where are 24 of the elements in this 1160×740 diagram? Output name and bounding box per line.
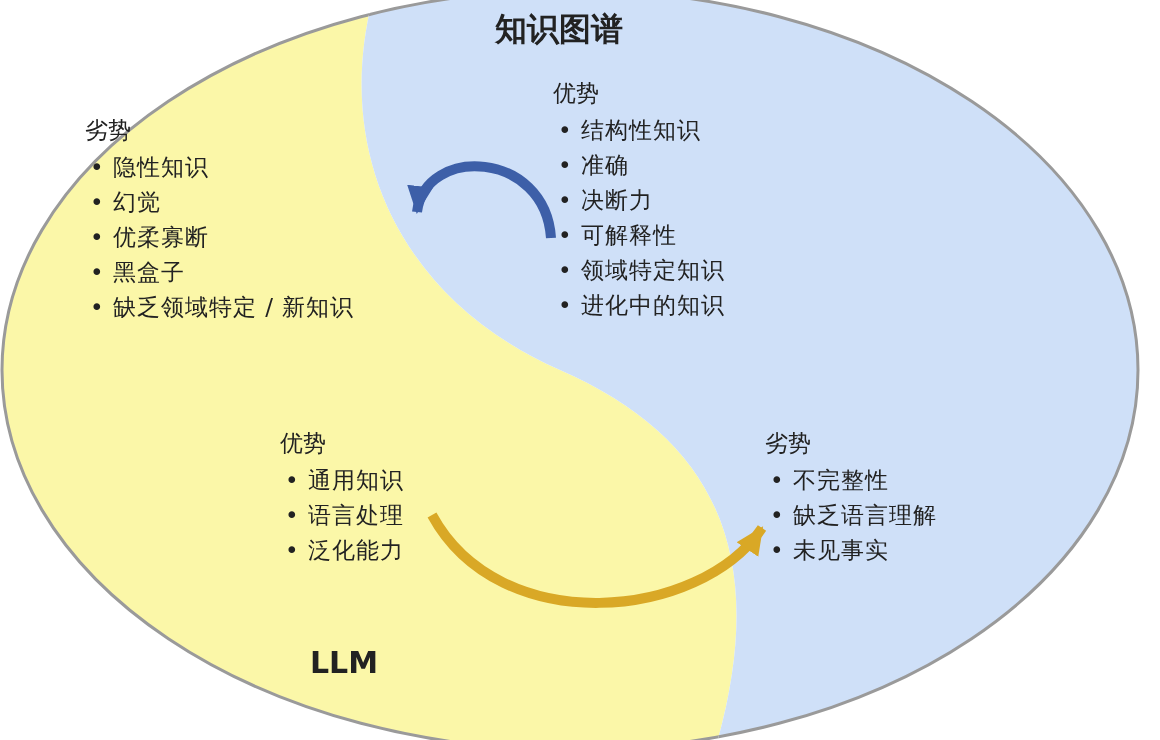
list-heading: 优势 xyxy=(553,79,599,108)
bullet-item: • 进化中的知识 xyxy=(558,291,725,320)
bullet-item: • 幻觉 xyxy=(90,188,162,217)
bullet-item: • 优柔寡断 xyxy=(90,223,210,252)
bullet-item: • 泛化能力 xyxy=(285,536,404,565)
bullet-item: • 隐性知识 xyxy=(90,153,210,182)
bullet-item: • 语言处理 xyxy=(285,501,404,530)
bullet-item: • 不完整性 xyxy=(770,466,890,495)
bullet-item: • 结构性知识 xyxy=(558,116,702,145)
section-title: 知识图谱 xyxy=(495,9,623,50)
bullet-item: • 通用知识 xyxy=(285,466,404,495)
list-heading: 劣势 xyxy=(765,429,811,458)
bullet-item: • 缺乏领域特定 / 新知识 xyxy=(90,293,355,322)
bullet-item: • 准确 xyxy=(558,151,630,180)
list-heading: 优势 xyxy=(280,429,326,458)
bullet-item: • 决断力 xyxy=(558,186,654,215)
bullet-item: • 缺乏语言理解 xyxy=(770,501,937,530)
bullet-item: • 未见事实 xyxy=(770,536,890,565)
bullet-item: • 可解释性 xyxy=(558,221,678,250)
bullet-item: • 领域特定知识 xyxy=(558,256,725,285)
list-heading: 劣势 xyxy=(85,116,131,145)
curved-arrow xyxy=(427,512,766,608)
section-title: LLM xyxy=(310,645,379,680)
bullet-item: • 黑盒子 xyxy=(90,258,186,287)
